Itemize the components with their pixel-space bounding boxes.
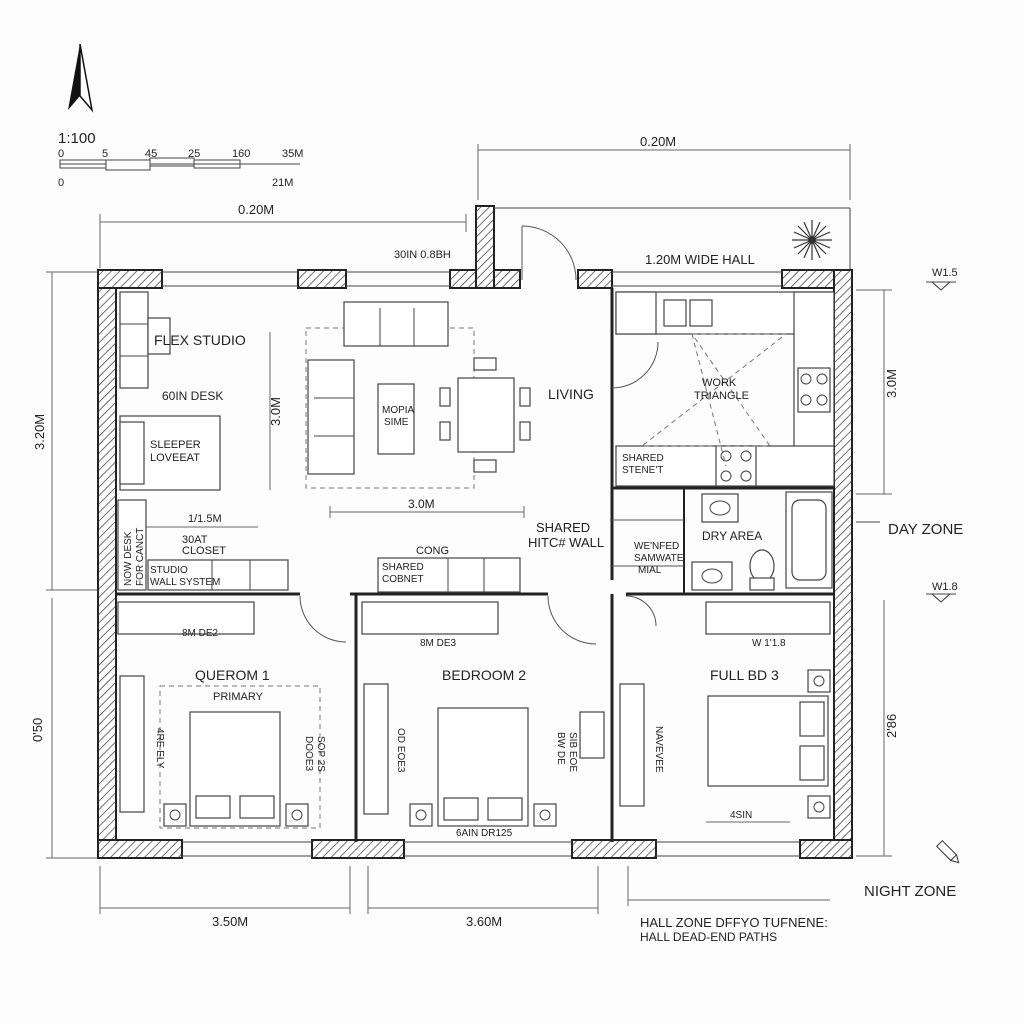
hall-zone-label: HALL ZONE DFFYO TUFNENE: xyxy=(640,915,828,930)
dim-top-left: 0.20M xyxy=(238,202,274,217)
door-swings xyxy=(299,225,684,645)
bed2-closet-label: 8M DE3 xyxy=(420,638,457,649)
bed1-side-label: DOOE3 xyxy=(303,736,314,771)
dim-right-upper: 3.0M xyxy=(884,369,899,398)
bed1-closet-label: 8M DE2 xyxy=(182,628,219,639)
room-label-bedroom-3: FULL BD 3 xyxy=(710,667,779,683)
work-triangle-label: TRIANGLE xyxy=(694,390,749,402)
bedroom-1 xyxy=(117,601,321,829)
scale-tick: 160 xyxy=(232,148,250,160)
bedroom-3 xyxy=(619,601,831,819)
wall-system-label: STUDIO xyxy=(150,565,188,576)
media-label: MOPIA xyxy=(382,405,415,416)
scale-tick: 0 xyxy=(58,177,64,189)
wall-system-label: WALL SYSTEM xyxy=(150,577,220,588)
scale-bar: 1:100 0 5 45 25 160 35M 0 21M xyxy=(58,130,303,189)
scale-tick: 21M xyxy=(272,177,293,189)
scale-ratio: 1:100 xyxy=(58,130,96,147)
level-label: W1.5 xyxy=(932,267,958,279)
closet-label: 30AT xyxy=(182,534,208,546)
wet-area-label: SAMWATE xyxy=(634,553,684,564)
hall-zone-label: HALL DEAD-END PATHS xyxy=(640,930,777,944)
shared-steet-label: STENE'T xyxy=(622,465,663,476)
level-marker: W1.8 xyxy=(926,581,958,603)
sleeper-label: SLEEPER xyxy=(150,439,201,451)
media-label: SIME xyxy=(384,417,409,428)
walls xyxy=(97,205,853,859)
day-zone-label: DAY ZONE xyxy=(888,521,963,538)
kitchen xyxy=(615,291,835,487)
bed1-side-label: SOP 2S xyxy=(315,736,326,772)
dim-right-lower: 2'86 xyxy=(884,714,899,738)
dim-closet-width: 1/1.5M xyxy=(188,513,222,525)
bed2-side-label: OD EOE3 xyxy=(395,728,406,773)
night-zone-label: NIGHT ZONE xyxy=(864,883,956,900)
window-label: 30IN 0.8BH xyxy=(394,249,451,261)
dim-flex-height: 3.0M xyxy=(268,397,283,426)
scale-tick: 25 xyxy=(188,148,200,160)
living-area xyxy=(305,301,531,593)
shared-wall-label: HITC# WALL xyxy=(528,535,604,550)
wet-area-label: WE'NFED xyxy=(634,541,679,552)
shared-wall-label: SHARED xyxy=(536,520,590,535)
north-arrow-icon xyxy=(68,43,94,113)
room-label-bedroom-2: BEDROOM 2 xyxy=(442,667,526,683)
pencil-icon xyxy=(935,839,960,864)
dry-area-label: DRY AREA xyxy=(702,529,762,543)
dimension-lines: 0.20M 0.20M 3.20M 0'50 3.50M 3.60M 3.0M … xyxy=(30,134,899,929)
desk-label: 60IN DESK xyxy=(162,389,223,403)
bed3-closet-label: W 1'1.8 xyxy=(752,638,786,649)
room-label-living: LIVING xyxy=(548,386,594,402)
bed2-side-label: BW DE xyxy=(555,732,566,765)
dim-living-width: 3.0M xyxy=(408,497,435,511)
bed2-side-label: SIB EOE xyxy=(567,732,578,772)
bed3-bottom-label: 4SIN xyxy=(730,810,752,821)
bed3-side-label: NAVEVEE xyxy=(653,726,664,773)
bedroom-2 xyxy=(361,601,605,827)
flex-studio xyxy=(117,291,289,591)
side-label: NOW DESK xyxy=(123,531,134,586)
level-label: W1.8 xyxy=(932,581,958,593)
work-triangle-label: WORK xyxy=(702,377,737,389)
cong-label: CONG xyxy=(416,545,449,557)
bathroom xyxy=(691,491,833,591)
dim-left-lower: 0'50 xyxy=(30,718,45,742)
room-label-bedroom-1: QUEROM 1 xyxy=(195,667,270,683)
dim-top-right: 0.20M xyxy=(640,134,676,149)
sleeper-label: LOVEEAT xyxy=(150,452,200,464)
wet-area-label: MIAL xyxy=(638,565,662,576)
side-label: FOR CANCT xyxy=(135,528,146,586)
shared-steet-label: SHARED xyxy=(622,453,664,464)
room-label-flex-studio: FLEX STUDIO xyxy=(154,332,246,348)
shared-cabinet-label: COBNET xyxy=(382,574,424,585)
dim-bottom-mid: 3.60M xyxy=(466,914,502,929)
bed1-side-label: 4RE ELY xyxy=(154,728,165,769)
scale-tick: 0 xyxy=(58,148,64,160)
scale-tick: 45 xyxy=(145,148,157,160)
level-marker: W1.5 xyxy=(926,267,958,291)
hall-label: 1.20M WIDE HALL xyxy=(645,252,755,267)
scale-tick: 5 xyxy=(102,148,108,160)
shared-cabinet-label: SHARED xyxy=(382,562,424,573)
dim-bottom-left: 3.50M xyxy=(212,914,248,929)
dim-left-upper: 3.20M xyxy=(32,414,47,450)
closet-label: CLOSET xyxy=(182,545,226,557)
scale-tick: 35M xyxy=(282,148,303,160)
bed1-sub-label: PRIMARY xyxy=(213,691,264,703)
tree-icon xyxy=(792,220,832,260)
bed2-bottom-label: 6AIN DR125 xyxy=(456,828,513,839)
